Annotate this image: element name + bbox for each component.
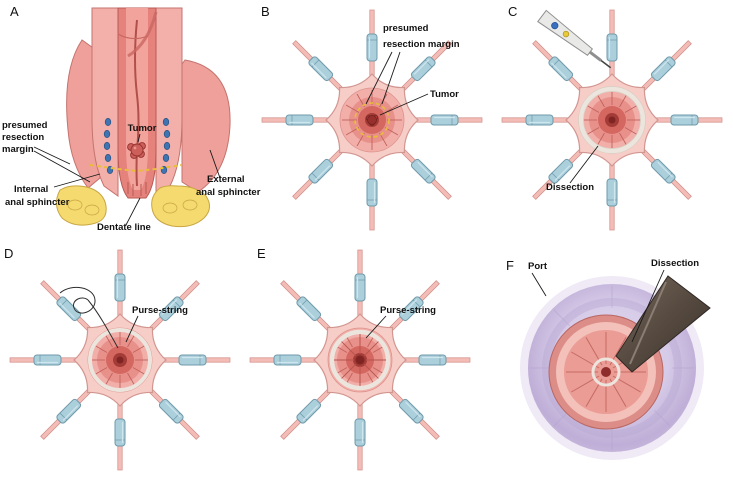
label-external-1: External [207,174,245,185]
label-margin-b1: presumed [383,23,429,34]
dissection-ring [578,86,646,154]
rectal-fold [117,33,149,40]
leader-purse-string-d [125,315,139,343]
label-port: Port [528,261,548,272]
panel-f-illustration: F Port Dissection [506,258,711,460]
panel-a-letter: A [10,4,19,19]
panel-d-letter: D [4,246,13,261]
panel-b-illustration: B presumed resection margin Tumor [261,4,482,230]
leader-dissection-f [631,269,665,343]
tumor-mass [127,142,146,159]
label-purse-string-d: Purse-string [132,305,188,316]
leader-presumed-margin-a1 [33,146,71,165]
panel-c-illustration: C Dissection [502,4,722,230]
dissection-ring-edge-outer [578,86,646,154]
dissection-ring-edge-inner [583,91,641,149]
leader-port [531,272,547,297]
leader-dissection-c [569,145,599,184]
leader-external-sphincter [209,149,221,179]
panel-e-illustration: E Purse-string [250,246,470,470]
cautery-pen-icon [537,9,612,69]
leader-margin-b1 [365,51,393,105]
suture-thread [59,286,96,314]
panel-f-letter: F [506,258,514,273]
cinched-center [355,355,365,365]
purse-string-ring-e [329,329,391,391]
leader-tumor-b [379,93,429,116]
retractor-e [250,250,470,470]
leader-dentate-line [125,197,141,226]
label-presumed-2: resection [2,132,44,143]
label-internal-2: anal sphincter [5,197,70,208]
label-presumed-1: presumed [2,120,48,131]
panel-c-letter: C [508,4,517,19]
label-tumor-b: Tumor [430,89,459,100]
label-margin-b2: resection margin [383,39,460,50]
fat-pad-left [56,185,107,226]
fat-pad-right [151,185,210,228]
fat-lobules [67,199,198,216]
suture-thread-tail [87,299,119,349]
label-dissection-c: Dissection [546,182,594,193]
purse-string-ring-d [88,328,152,392]
panel-e-letter: E [257,246,266,261]
rectal-fold [127,11,158,58]
leader-tumor-a [137,133,141,143]
label-dentate: Dentate line [97,222,151,233]
label-internal-1: Internal [14,184,48,195]
purse-string-knot [601,367,611,377]
retractor-b [262,10,482,230]
label-tumor-a: Tumor [128,123,157,134]
leader-internal-sphincter [53,173,101,188]
panel-d-illustration: D Purse-string [4,246,230,470]
dissector-instrument-icon [615,275,711,373]
panel-a-illustration: A presumed resection margin Tumor Intern… [2,4,261,233]
dissector-highlight [629,281,667,365]
vessel-dots [103,118,171,174]
leader-purse-string-e [365,315,387,339]
label-presumed-3: margin [2,144,34,155]
left-wall-shape [91,7,119,197]
retractor-c [502,10,722,230]
retractor-d [10,250,230,470]
cinch-pleats [334,334,386,386]
presumed-margin-dashed-circle [354,102,390,138]
leader-presumed-margin-a2 [33,150,91,183]
tumor-b [365,114,379,127]
leader-margin-b2 [381,51,401,105]
purse-string-knot-ring [591,357,621,387]
lumen-slit [134,19,140,187]
panel-b-letter: B [261,4,270,19]
label-purse-string-e: Purse-string [380,305,436,316]
label-dissection-f: Dissection [651,258,699,269]
port-inner-shadow [542,298,682,438]
label-external-2: anal sphincter [196,187,261,198]
dentate-columns [127,182,147,196]
external-sphincter-shape [181,59,231,193]
